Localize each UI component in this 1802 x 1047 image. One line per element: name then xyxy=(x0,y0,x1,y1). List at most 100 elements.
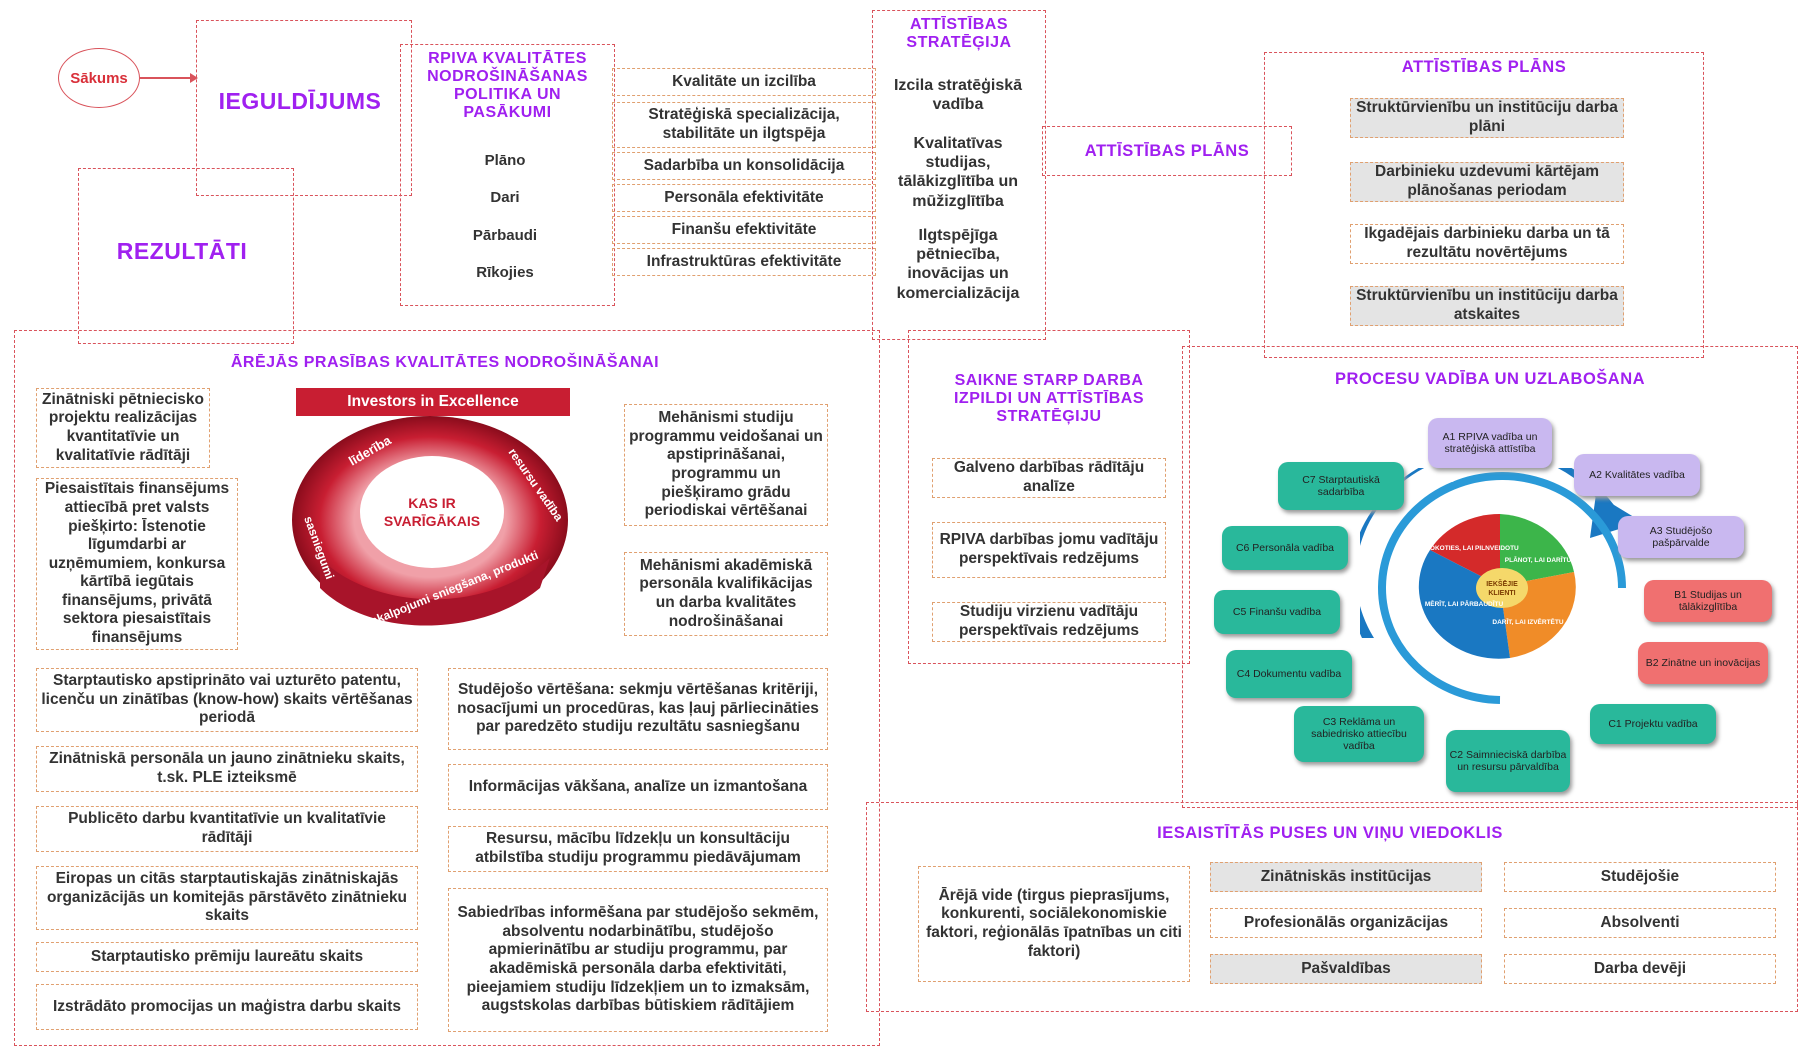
segment-label: NOKOTIES, LAI PILNVEIDOTU xyxy=(1425,545,1519,552)
rpiva-policy-box xyxy=(400,44,615,306)
rpiva-title-line: NODROŠINĀŠANAS xyxy=(427,68,588,85)
results-box xyxy=(78,168,294,344)
rpiva-title-line: POLITIKA UN xyxy=(453,86,562,103)
external-left-item: Eiropas un citās starptautiskajās zinātn… xyxy=(36,866,418,930)
node-b2: B2 Zinātne un inovācijas xyxy=(1638,642,1768,684)
stakeholder-item: Profesionālās organizācijas xyxy=(1210,908,1482,938)
quality-item: Finanšu efektivitāte xyxy=(612,216,876,244)
dev-plan-item: Darbinieku uzdevumi kārtējam plānošanas … xyxy=(1350,162,1624,202)
dev-plan-item: Ikgadējais darbinieku darba un tā rezult… xyxy=(1350,224,1624,264)
node-a2: A2 Kvalitātes vadība xyxy=(1574,454,1700,496)
quality-item: Personāla efektivitāte xyxy=(612,184,876,212)
link-title-line: STRATĒĢIJU xyxy=(996,408,1102,425)
strategy-item: Izcila stratēģiskā vadība xyxy=(893,77,1023,114)
stakeholder-item: Absolventi xyxy=(1504,908,1776,938)
dev-plan-item: Struktūrvienību un institūciju darba plā… xyxy=(1350,98,1624,138)
plan-link-box: ATTĪSTĪBAS PLĀNS xyxy=(1042,126,1292,176)
iie-banner: Investors in Excellence xyxy=(296,388,570,416)
dev-plan-box xyxy=(1264,52,1704,358)
investment-label: IEGULDĪJUMS xyxy=(218,88,382,114)
external-requirements-title: ĀRĒJĀS PRASĪBAS KVALITĀTES NODROŠINĀŠANA… xyxy=(230,354,660,371)
segment-center xyxy=(1476,568,1528,608)
stakeholder-item: Zinātniskās institūcijas xyxy=(1210,862,1482,892)
node-c1: C1 Projektu vadība xyxy=(1590,704,1716,744)
strategy-item: Kvalitatīvas studijas, tālākizglītība un… xyxy=(897,135,1018,210)
plan-link-label: ATTĪSTĪBAS PLĀNS xyxy=(1084,141,1250,160)
node-c7: C7 Starptautiskā sadarbība xyxy=(1278,462,1404,510)
link-title-line: SAIKNE STARP DARBA xyxy=(954,372,1144,389)
stakeholder-item: Pašvaldības xyxy=(1210,954,1482,984)
node-c2: C2 Saimnieciskā darbība un resursu pārva… xyxy=(1446,730,1570,792)
external-bottom-item: Informācijas vākšana, analīze un izmanto… xyxy=(448,764,828,810)
results-label: REZULTĀTI xyxy=(116,238,248,264)
link-box xyxy=(908,330,1190,664)
process-cycle-graphic: NEPĀRTRAUKTA PILNVEIDOŠANĀS IEKŠĒJIE KLI… xyxy=(1360,468,1640,704)
link-item: Galveno darbības rādītāju analīze xyxy=(932,458,1166,498)
strategy-title-line: ATTĪSTĪBAS xyxy=(909,16,1009,33)
strategy-item: Ilgtspējīga pētniecība, inovācijas un ko… xyxy=(896,227,1020,302)
node-c4: C4 Dokumentu vadība xyxy=(1226,650,1352,698)
external-bottom-item: Studējošo vērtēšana: sekmju vērtēšanas k… xyxy=(448,668,828,750)
iie-ring-graphic: KAS IR SVARĪGĀKAIS līderība resursu vadī… xyxy=(292,416,568,631)
external-left-item: Starptautisko apstiprināto vai uzturēto … xyxy=(36,668,418,732)
stakeholders-title: IESAISTĪTĀS PUSES UN VIŅU VIEDOKLIS xyxy=(1157,824,1503,842)
stakeholder-item: Darba devēji xyxy=(1504,954,1776,984)
outer-circle xyxy=(1378,472,1626,704)
step-plan: Plāno xyxy=(484,152,526,169)
start-label: Sākums xyxy=(70,69,128,87)
node-a1: A1 RPIVA vadība un stratēģiskā attīstība xyxy=(1428,418,1552,468)
node-c3: C3 Reklāma un sabiedrisko attiecību vadī… xyxy=(1294,706,1424,762)
external-left-item: Starptautisko prēmiju laureātu skaits xyxy=(36,942,418,972)
external-environment: Ārējā vide (tirgus pieprasījums, konkure… xyxy=(918,866,1190,982)
link-item: Studiju virzienu vadītāju perspektīvais … xyxy=(932,602,1166,642)
segment-center-line: KLIENTI xyxy=(1488,590,1515,597)
quality-item: Kvalitāte un izcilība xyxy=(612,68,876,96)
segment-label: PLĀNOT, LAI DARĪTU xyxy=(1505,556,1572,564)
rpiva-title-line: PASĀKUMI xyxy=(463,104,552,121)
external-left-item: Zinātniskā personāla un jauno zinātnieku… xyxy=(36,746,418,792)
external-left-item: Publicēto darbu kvantitatīvie un kvalita… xyxy=(36,806,418,852)
iie-center-line: KAS IR xyxy=(408,495,455,511)
external-left-item: Zinātniski pētniecisko projektu realizāc… xyxy=(36,388,210,468)
strategy-title-line: STRATĒĢIJA xyxy=(906,34,1012,51)
node-a3: A3 Studējošo pašpārvalde xyxy=(1618,516,1744,558)
dev-plan-item: Struktūrvienību un institūciju darba ats… xyxy=(1350,286,1624,326)
rpiva-policy-title: RPIVA KVALITĀTES NODROŠINĀŠANAS POLITIKA… xyxy=(404,50,611,122)
step-do: Dari xyxy=(490,189,520,206)
segment-center-line: IEKŠĒJIE xyxy=(1486,579,1518,588)
segment-check xyxy=(1418,550,1510,659)
start-arrow xyxy=(140,73,198,83)
quality-item: Infrastruktūras efektivitāte xyxy=(612,248,876,276)
stakeholders-box xyxy=(866,802,1798,1012)
external-right-item: Mehānismi studiju programmu veidošanai u… xyxy=(624,404,828,526)
link-title: SAIKNE STARP DARBA IZPILDI UN ATTĪSTĪBAS… xyxy=(912,372,1186,426)
strategy-title: ATTĪSTĪBAS STRATĒĢIJA xyxy=(874,16,1044,52)
step-check: Pārbaudi xyxy=(472,227,538,244)
external-left-item: Izstrādāto promocijas un maģistra darbu … xyxy=(36,984,418,1030)
start-oval: Sākums xyxy=(58,48,140,108)
quality-item: Sadarbība un konsolidācija xyxy=(612,152,876,180)
node-b1: B1 Studijas un tālākizglītība xyxy=(1644,580,1772,622)
quality-item: Stratēģiskā specializācija, stabilitāte … xyxy=(612,102,876,148)
external-right-item: Mehānismi akadēmiskā personāla kvalifikā… xyxy=(624,552,828,636)
external-requirements-box xyxy=(14,330,880,1046)
iie-ring-fold xyxy=(320,558,550,626)
segment-label: MĒRĪT, LAI PĀRBAUDĪTU xyxy=(1425,600,1504,608)
node-c6: C6 Personāla vadība xyxy=(1222,526,1348,570)
external-bottom-item: Resursu, mācību līdzekļu un konsultāciju… xyxy=(448,826,828,872)
link-item: RPIVA darbības jomu vadītāju perspektīva… xyxy=(932,522,1166,578)
external-bottom-item: Sabiedrības informēšana par studējošo se… xyxy=(448,888,828,1032)
segment-plan xyxy=(1500,514,1574,586)
iie-banner-label: Investors in Excellence xyxy=(347,393,519,410)
rpiva-title-line: RPIVA KVALITĀTES xyxy=(428,50,587,67)
dev-plan-title: ATTĪSTĪBAS PLĀNS xyxy=(1401,58,1567,76)
process-title: PROCESU VADĪBA UN UZLABOŠANA xyxy=(1334,370,1646,388)
segment-label: DARĪT, LAI IZVĒRTĒTU xyxy=(1492,618,1563,626)
investment-box xyxy=(196,20,412,196)
external-left-item: Piesaistītais finansējums attiecībā pret… xyxy=(36,478,238,650)
process-box xyxy=(1182,346,1798,808)
iie-center xyxy=(360,456,504,568)
iie-center-line: SVARĪGĀKAIS xyxy=(384,513,480,529)
node-c5: C5 Finanšu vadība xyxy=(1214,590,1340,634)
segment-act xyxy=(1430,513,1500,586)
